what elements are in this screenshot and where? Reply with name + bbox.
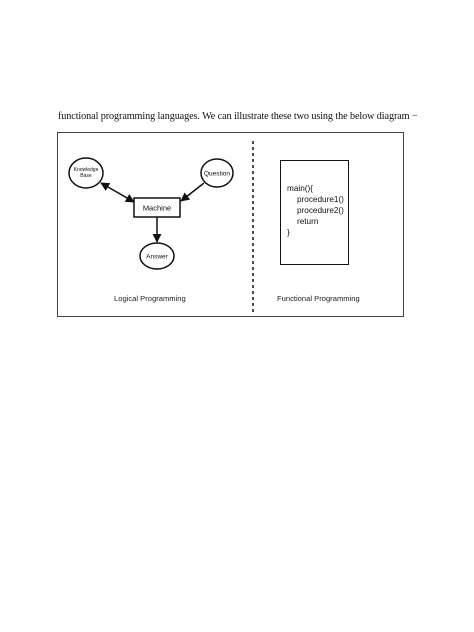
- answer-label: Answer: [146, 254, 169, 261]
- knowledge-base-label-line1: Knowledge: [74, 167, 99, 173]
- programming-diagram: Knowledge Base Question Machine Answer m…: [57, 132, 404, 317]
- knowledge-base-node: [68, 157, 104, 189]
- code-line-procedure1: procedure1(): [297, 195, 344, 204]
- diagram-canvas: Knowledge Base Question Machine Answer: [68, 141, 254, 313]
- code-line-return: return: [297, 217, 319, 226]
- code-line-procedure2: procedure2(): [297, 206, 344, 215]
- machine-label: Machine: [143, 204, 171, 213]
- logical-programming-caption: Logical Programming: [114, 294, 186, 303]
- code-line-close: }: [287, 228, 290, 237]
- knowledge-base-label-line2: Base: [80, 173, 92, 179]
- question-label: Question: [204, 171, 230, 178]
- answer-node: [139, 242, 175, 270]
- intro-text: functional programming languages. We can…: [58, 111, 418, 122]
- question-node: [200, 158, 234, 188]
- code-box: main(){ procedure1() procedure2() return…: [280, 160, 349, 265]
- arrow-machine-knowledge: [100, 182, 135, 203]
- arrow-question-machine: [180, 182, 205, 202]
- functional-programming-caption: Functional Programming: [277, 294, 360, 303]
- code-line-main: main(){: [287, 184, 313, 193]
